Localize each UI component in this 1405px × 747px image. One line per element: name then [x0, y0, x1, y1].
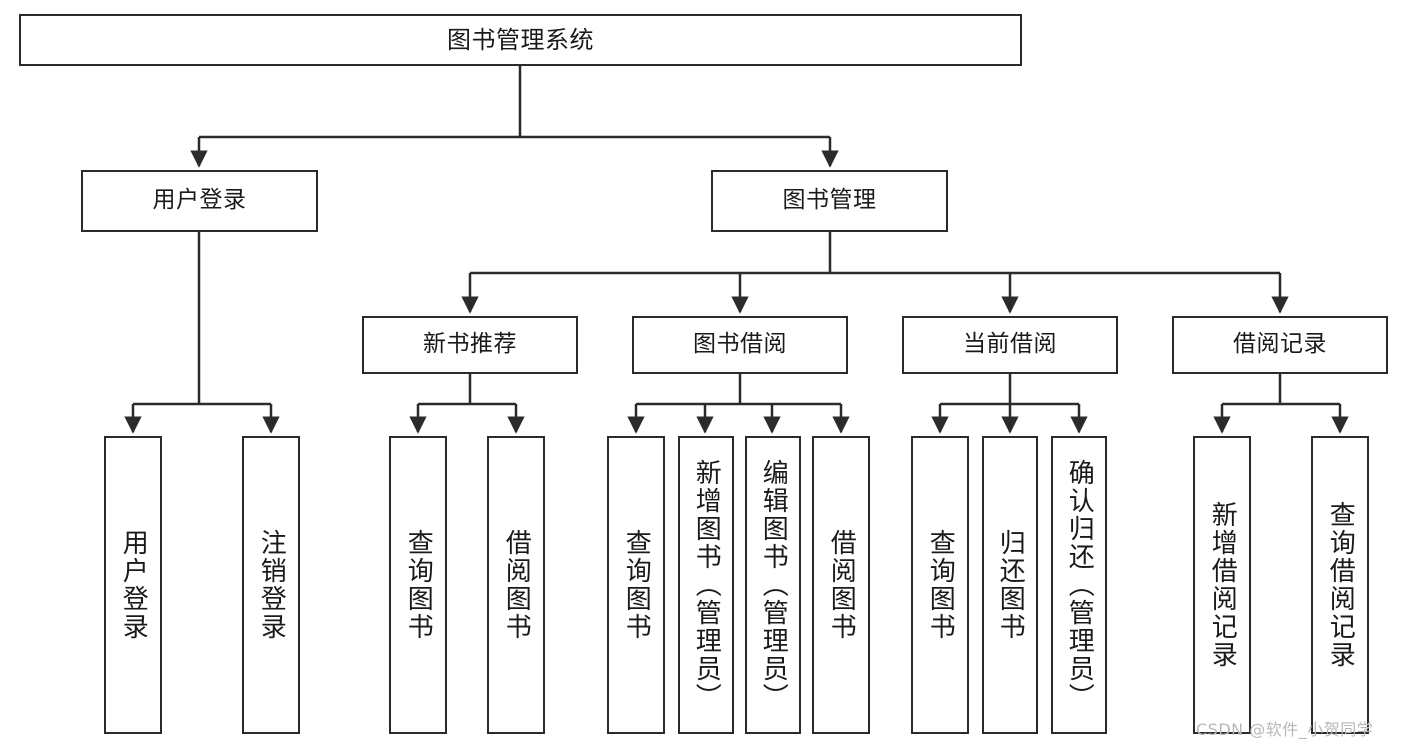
- node-user-login[interactable]: 用户登录: [81, 170, 318, 232]
- leaf-book-borrow-query-book[interactable]: 查询图书: [607, 436, 665, 734]
- leaf-borrow-record-query-record-label: 查询借阅记录: [1325, 501, 1356, 669]
- leaf-user-login-logout[interactable]: 注销登录: [242, 436, 300, 734]
- node-root-book-management-system[interactable]: 图书管理系统: [19, 14, 1022, 66]
- leaf-current-borrow-query-book-label: 查询图书: [925, 529, 956, 641]
- node-new-book-recommend[interactable]: 新书推荐: [362, 316, 578, 374]
- node-current-borrow[interactable]: 当前借阅: [902, 316, 1118, 374]
- leaf-new-book-query-book[interactable]: 查询图书: [389, 436, 447, 734]
- node-book-borrow[interactable]: 图书借阅: [632, 316, 848, 374]
- node-root-label: 图书管理系统: [447, 25, 594, 54]
- leaf-user-login-login-label: 用户登录: [118, 529, 149, 641]
- leaf-new-book-borrow-book[interactable]: 借阅图书: [487, 436, 545, 734]
- leaf-book-borrow-edit-book-admin[interactable]: 编辑图书（管理员）: [745, 436, 801, 734]
- leaf-current-borrow-confirm-return-admin[interactable]: 确认归还（管理员）: [1051, 436, 1107, 734]
- leaf-user-login-logout-label: 注销登录: [256, 529, 287, 641]
- leaf-book-borrow-query-book-label: 查询图书: [621, 529, 652, 641]
- leaf-borrow-record-add-record-label: 新增借阅记录: [1207, 501, 1238, 669]
- leaf-borrow-record-query-record[interactable]: 查询借阅记录: [1311, 436, 1369, 734]
- leaf-book-borrow-add-book-admin-label: 新增图书（管理员）: [691, 459, 722, 711]
- node-new-book-recommend-label: 新书推荐: [423, 331, 517, 358]
- leaf-book-borrow-edit-book-admin-label: 编辑图书（管理员）: [758, 459, 789, 711]
- node-book-management-label: 图书管理: [782, 187, 877, 214]
- leaf-user-login-login[interactable]: 用户登录: [104, 436, 162, 734]
- node-book-borrow-label: 图书借阅: [693, 331, 787, 358]
- node-current-borrow-label: 当前借阅: [963, 331, 1057, 358]
- leaf-book-borrow-borrow-book[interactable]: 借阅图书: [812, 436, 870, 734]
- leaf-current-borrow-confirm-return-admin-label: 确认归还（管理员）: [1064, 459, 1095, 711]
- leaf-new-book-borrow-book-label: 借阅图书: [501, 529, 532, 641]
- leaf-current-borrow-query-book[interactable]: 查询图书: [911, 436, 969, 734]
- leaf-new-book-query-book-label: 查询图书: [403, 529, 434, 641]
- node-user-login-label: 用户登录: [152, 187, 247, 214]
- leaf-current-borrow-return-book[interactable]: 归还图书: [982, 436, 1038, 734]
- node-borrow-record-label: 借阅记录: [1233, 331, 1327, 358]
- node-book-management[interactable]: 图书管理: [711, 170, 948, 232]
- node-borrow-record[interactable]: 借阅记录: [1172, 316, 1388, 374]
- leaf-current-borrow-return-book-label: 归还图书: [995, 529, 1026, 641]
- leaf-book-borrow-borrow-book-label: 借阅图书: [826, 529, 857, 641]
- leaf-borrow-record-add-record[interactable]: 新增借阅记录: [1193, 436, 1251, 734]
- leaf-book-borrow-add-book-admin[interactable]: 新增图书（管理员）: [678, 436, 734, 734]
